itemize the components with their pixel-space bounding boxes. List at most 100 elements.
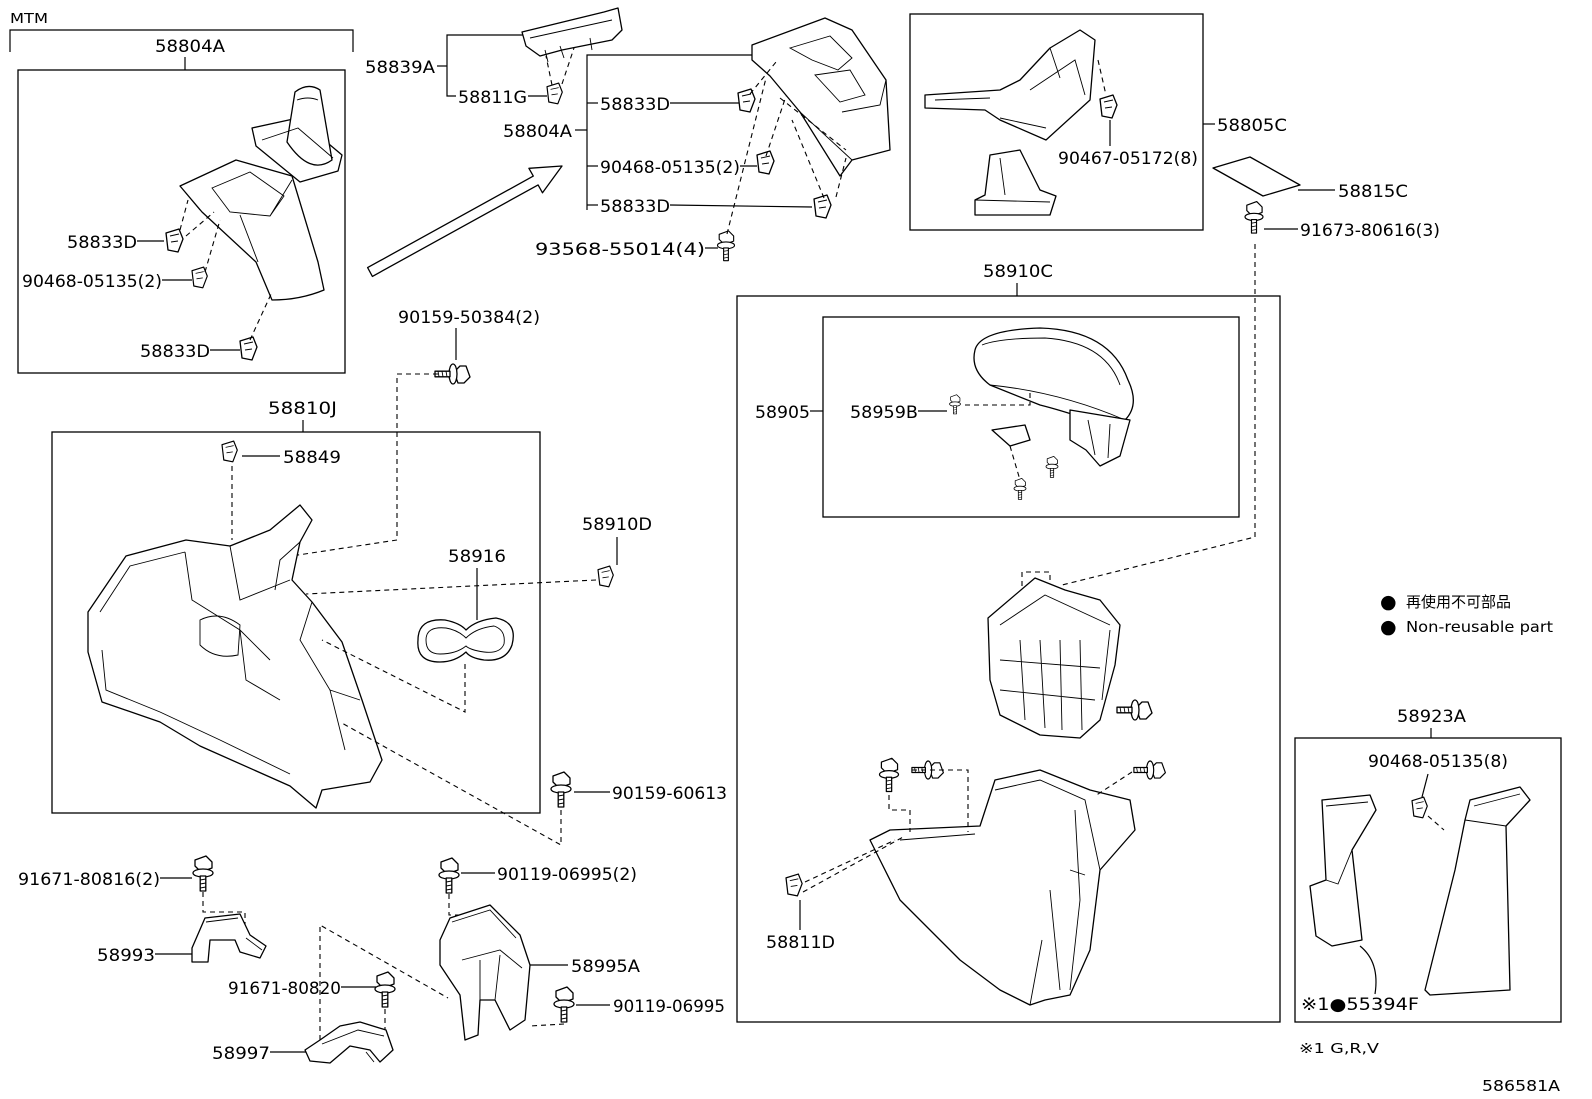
- bracket-58993-part: [191, 913, 267, 963]
- assembly-box-58923A: [1294, 737, 1562, 1023]
- callout-label: 58811D: [766, 933, 835, 953]
- assembly-arrow-icon: [366, 165, 563, 278]
- callout-label: 91673-80616(3): [1300, 221, 1440, 241]
- assembly-58910C-group: 58910C 58905 58959B: [736, 262, 1281, 1023]
- clip-icon: [165, 228, 184, 253]
- callout-label: 58833D: [67, 233, 137, 253]
- side-panel-left-part: [1309, 794, 1377, 947]
- screw-icon: [1244, 201, 1264, 234]
- variant-label: MTM: [10, 12, 48, 27]
- callout-label: 58805C: [1217, 116, 1287, 136]
- callout-label: 58997: [212, 1044, 270, 1064]
- screw-icon: [374, 971, 396, 1008]
- callout-label: 58839A: [365, 58, 435, 78]
- shift-bezel-at-part: [751, 17, 891, 177]
- shift-boot-part: [251, 85, 343, 183]
- callout-label: 58810J: [268, 399, 337, 419]
- clip-icon: [1411, 796, 1428, 819]
- mtm-group: MTM 58804A 58833D 90468-05135(2) 58833D: [9, 12, 354, 374]
- callout-label: 58959B: [850, 403, 918, 423]
- clip-icon: [546, 82, 563, 105]
- callout-label: 90159-60613: [612, 784, 727, 804]
- shift-boot-part: [974, 149, 1057, 216]
- clip-icon: [221, 440, 238, 463]
- callout-label: 58923A: [1397, 707, 1466, 727]
- bracket-58839A-part: [521, 7, 623, 63]
- non-reusable-marker-icon: ●: [1380, 616, 1397, 638]
- callout-label: 58995A: [571, 957, 640, 977]
- clip-icon: [1099, 94, 1118, 119]
- callout-label: 58804A: [155, 37, 225, 57]
- rear-console-panel-part: [869, 769, 1136, 1006]
- screw-icon: [1045, 456, 1059, 478]
- screw-icon: [878, 757, 900, 793]
- screw-icon: [550, 771, 572, 808]
- assembly-58805C-group: 58805C 90467-05172(8): [909, 13, 1287, 231]
- clip-icon: [597, 565, 614, 588]
- screw-icon: [553, 986, 575, 1023]
- assembly-box-58905: [822, 316, 1240, 518]
- armrest-lid-part: [973, 327, 1134, 467]
- screw-icon: [1116, 699, 1153, 721]
- pin-icon: [716, 230, 736, 262]
- bracket-58995A-part: [439, 904, 531, 1041]
- screw-icon: [1013, 478, 1027, 500]
- callout-label: 58993: [97, 946, 155, 966]
- callout-label: 58910C: [983, 262, 1053, 282]
- callout-label: 58910D: [582, 515, 652, 535]
- callout-label: 58833D: [600, 197, 670, 217]
- screw-icon: [949, 394, 961, 415]
- non-reusable-marker-icon: ●: [1380, 591, 1397, 613]
- top-center-group: 58839A 58811G 58804A 58833D 90468-05135(…: [365, 7, 891, 278]
- clip-icon: [756, 150, 775, 175]
- assembly-box-58805C: [909, 13, 1204, 231]
- clip-icon: [785, 873, 803, 897]
- callout-label: 90468-05135(8): [1368, 752, 1508, 772]
- console-box-part: [987, 577, 1121, 739]
- side-panel-right-part: [1424, 786, 1531, 996]
- illustration-code: 586581A: [1482, 1077, 1561, 1095]
- callout-label: 90119-06995(2): [497, 865, 637, 885]
- callout-label: 58849: [283, 448, 341, 468]
- cup-holder-ring-part: [417, 617, 514, 663]
- callout-label: 58905: [755, 403, 810, 423]
- callout-label: 93568-55014(4): [535, 240, 705, 260]
- brackets-group: 91671-80816(2) 58993 90119-06995(2) 5899…: [18, 855, 725, 1064]
- legend-text-jp: 再使用不可部品: [1406, 593, 1511, 611]
- pad-part: [1212, 156, 1301, 197]
- callout-label: 90468-05135(2): [600, 158, 740, 178]
- callout-label: 58833D: [140, 342, 210, 362]
- callout-label: 90159-50384(2): [398, 308, 540, 328]
- assembly-box-58804A-mtm: [17, 69, 346, 374]
- bracket-58997-part: [304, 1021, 394, 1064]
- legend-text-en: Non-reusable part: [1406, 618, 1553, 636]
- pad-group: 58815C 91673-80616(3): [1061, 156, 1440, 586]
- assembly-box-58810J: [51, 431, 541, 814]
- clip-icon: [737, 88, 756, 113]
- assembly-58923A-group: 58923A 90468-05135(8) ※1●55394F: [1294, 707, 1562, 1023]
- screw-icon: [434, 363, 471, 385]
- assembly-58810J-group: 90159-50384(2) 58810J 58849 58916 58910D…: [51, 308, 727, 846]
- clip-icon: [239, 336, 258, 361]
- screw-icon: [438, 857, 460, 894]
- screw-icon: [192, 855, 214, 892]
- callout-label: 58833D: [600, 95, 670, 115]
- callout-label: 91671-80820: [228, 979, 341, 999]
- clip-icon: [813, 194, 832, 219]
- mtm-bracket: [9, 29, 354, 52]
- callout-label: 58916: [448, 547, 506, 567]
- callout-label: 58815C: [1338, 182, 1408, 202]
- console-body-part: [87, 504, 383, 809]
- callout-label: 90468-05135(2): [22, 272, 162, 292]
- trim-note: ※1 G,R,V: [1299, 1042, 1379, 1057]
- callout-label: 58804A: [503, 122, 572, 142]
- callout-label: 90467-05172(8): [1058, 149, 1198, 169]
- callout-label: 91671-80816(2): [18, 870, 160, 890]
- shift-panel-part: [179, 159, 325, 301]
- assembly-box-58910C: [736, 295, 1281, 1023]
- callout-label: 90119-06995: [613, 997, 725, 1017]
- shift-bezel-part: [924, 29, 1096, 141]
- callout-label: ※1●55394F: [1301, 995, 1419, 1015]
- screw-icon: [1133, 760, 1166, 780]
